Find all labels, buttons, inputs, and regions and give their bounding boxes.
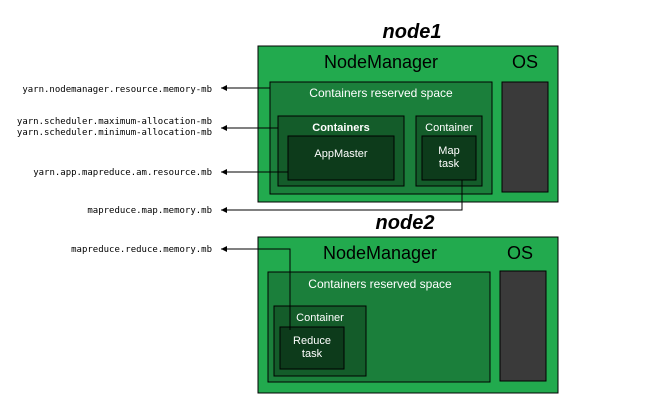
node1-map-task-line2: task [439,158,460,170]
node2-reduce-task-line2: task [302,348,323,360]
node1-os-label: OS [512,52,538,72]
node2-reserved-label: Containers reserved space [308,277,452,291]
arrow-map-memory [221,180,463,213]
config-scheduler-min: yarn.scheduler.minimum-allocation-mb [17,128,212,138]
node2-os-box [499,270,547,382]
node2-nodemanager-label: NodeManager [323,243,437,263]
node2-reduce-task-box [279,326,345,370]
node1-reserved-label: Containers reserved space [309,86,453,100]
config-map-memory: mapreduce.map.memory.mb [87,206,212,216]
config-am-resource: yarn.app.mapreduce.am.resource.mb [33,168,212,178]
node1-containers-label: Containers [312,122,369,134]
node1-title: node1 [383,21,442,43]
node2-os-label: OS [507,243,533,263]
arrow-reduce-memory [221,246,291,330]
config-reduce-memory: mapreduce.reduce.memory.mb [71,245,212,255]
node2-container-label: Container [296,312,344,324]
node1-appmaster-box [287,135,395,181]
node2-reduce-task-line1: Reduce [293,335,331,347]
node1-os-box [501,81,549,193]
node1-map-task-box [421,135,477,181]
node1-container-label: Container [425,122,473,134]
node1-nodemanager-label: NodeManager [324,52,438,72]
config-scheduler-max: yarn.scheduler.maximum-allocation-mb [17,117,212,127]
node2-title: node2 [376,212,435,234]
node1-appmaster-label: AppMaster [314,148,368,160]
config-nodemanager-memory: yarn.nodemanager.resource.memory-mb [22,85,212,95]
node1-map-task-line1: Map [438,145,459,157]
